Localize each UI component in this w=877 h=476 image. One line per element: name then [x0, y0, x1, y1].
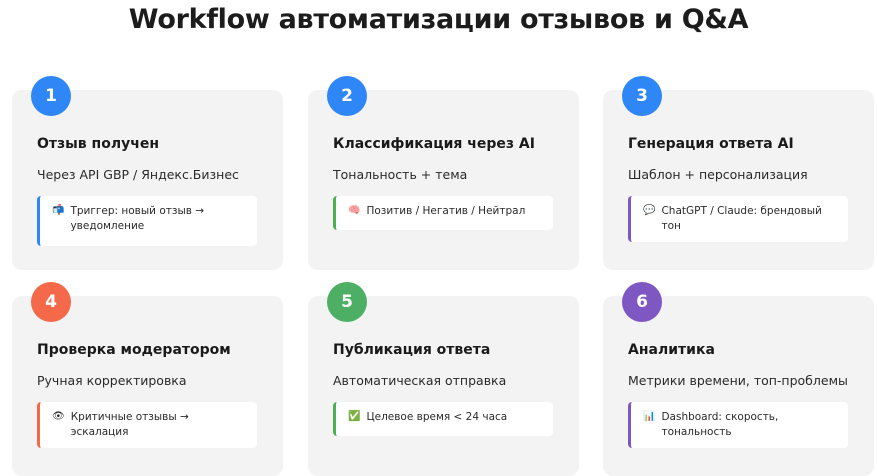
step-note-text: Триггер: новый отзыв → уведомление — [70, 205, 205, 233]
step-note-text: Критичные отзывы → эскалация — [70, 411, 189, 439]
step-note-text: ChatGPT / Claude: брендовый тон — [661, 205, 822, 233]
step-title: Генерация ответа AI — [628, 136, 794, 152]
step-note: ✅ Целевое время < 24 часа — [333, 402, 553, 436]
step-title: Аналитика — [628, 342, 715, 358]
step-card-4: 4 Проверка модератором Ручная корректиро… — [12, 282, 283, 476]
step-number-badge: 1 — [31, 76, 71, 116]
step-title: Отзыв получен — [37, 136, 159, 152]
step-subtitle: Автоматическая отправка — [333, 373, 507, 388]
step-number-badge: 6 — [622, 282, 662, 322]
step-card-6: 6 Аналитика Метрики времени, топ-проблем… — [603, 282, 874, 476]
step-number-badge: 5 — [327, 282, 367, 322]
step-card-5: 5 Публикация ответа Автоматическая отпра… — [308, 282, 579, 476]
step-card-1: 1 Отзыв получен Через API GBP / Яндекс.Б… — [12, 76, 283, 270]
bar-chart-icon: 📊 — [643, 411, 656, 422]
step-note-text: Позитив / Негатив / Нейтрал — [366, 205, 526, 217]
step-note: 👁 Критичные отзывы → эскалация — [37, 402, 257, 449]
mailbox-icon: 📬 — [52, 205, 65, 216]
page-title: Workflow автоматизации отзывов и Q&A — [128, 4, 749, 35]
step-subtitle: Через API GBP / Яндекс.Бизнес — [37, 167, 239, 182]
step-note: 📬 Триггер: новый отзыв → уведомление — [37, 196, 257, 246]
step-number-badge: 2 — [327, 76, 367, 116]
step-subtitle: Тональность + тема — [333, 167, 468, 182]
step-subtitle: Метрики времени, топ-проблемы — [628, 373, 848, 388]
step-card-2: 2 Классификация через AI Тональность + т… — [308, 76, 579, 270]
step-title: Классификация через AI — [333, 136, 535, 152]
speech-bubble-icon: 💬 — [643, 205, 656, 216]
step-number-badge: 4 — [31, 282, 71, 322]
step-subtitle: Ручная корректировка — [37, 373, 187, 388]
step-number-badge: 3 — [622, 76, 662, 116]
brain-icon: 🧠 — [348, 205, 361, 216]
check-mark-icon: ✅ — [348, 411, 361, 422]
step-title: Проверка модератором — [37, 342, 231, 358]
step-note: 🧠 Позитив / Негатив / Нейтрал — [333, 196, 553, 230]
step-card-3: 3 Генерация ответа AI Шаблон + персонали… — [603, 76, 874, 270]
step-subtitle: Шаблон + персонализация — [628, 167, 808, 182]
step-note: 💬 ChatGPT / Claude: брендовый тон — [628, 196, 848, 243]
step-note: 📊 Dashboard: скорость, тональность — [628, 402, 848, 449]
step-note-text: Dashboard: скорость, тональность — [661, 411, 779, 439]
step-note-text: Целевое время < 24 часа — [366, 411, 508, 423]
step-title: Публикация ответа — [333, 342, 491, 358]
eye-icon: 👁 — [52, 411, 65, 422]
